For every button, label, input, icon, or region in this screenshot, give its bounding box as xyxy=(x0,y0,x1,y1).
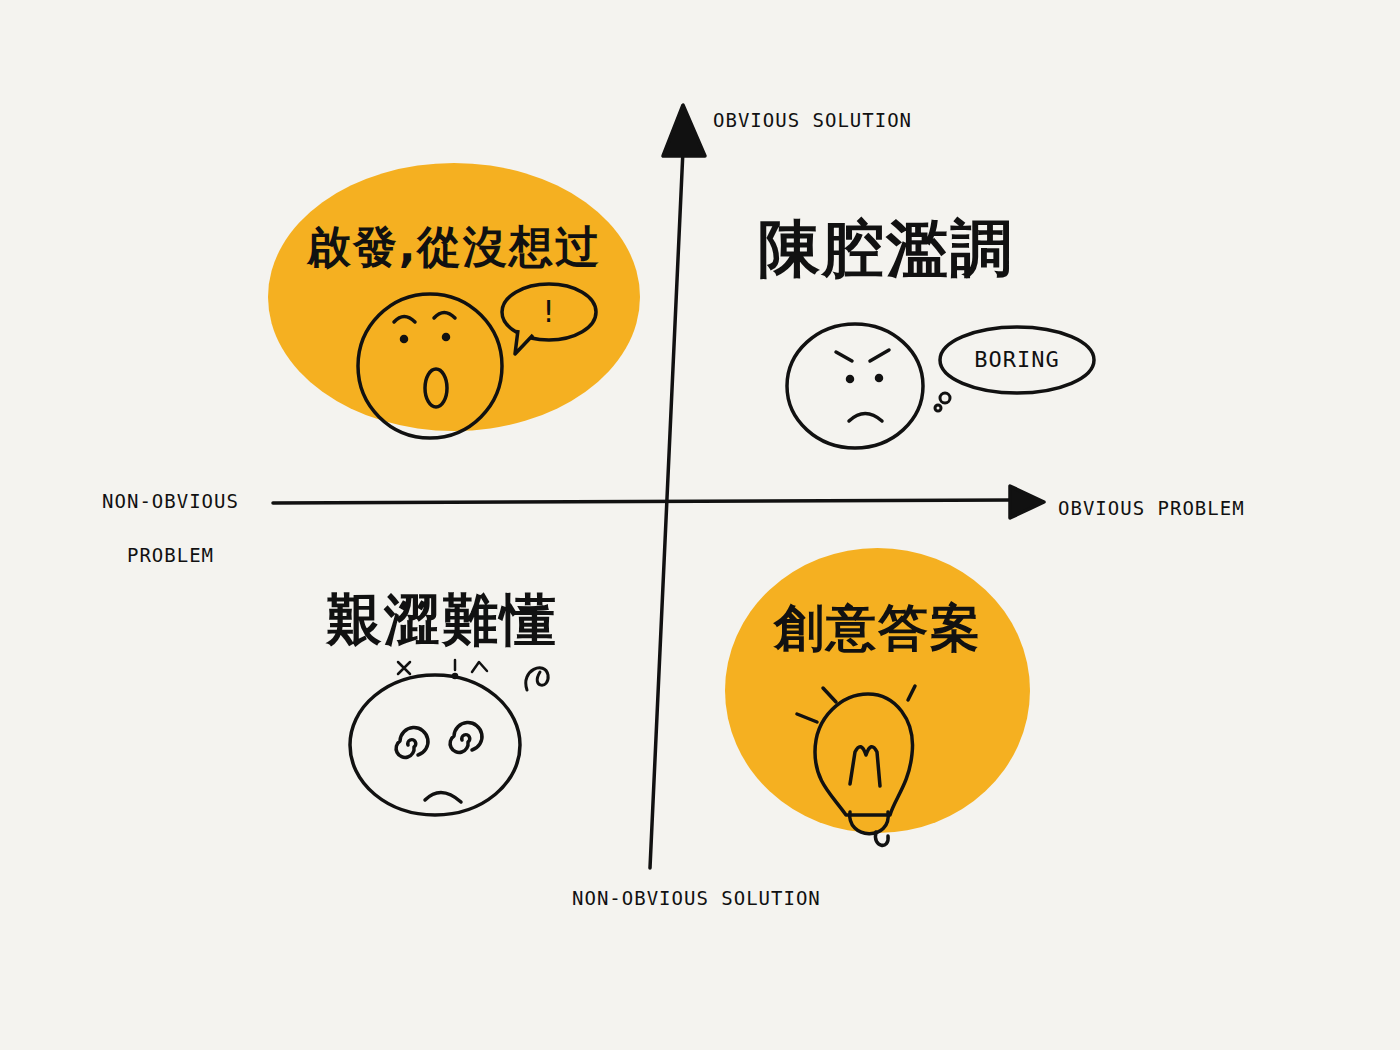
axis-label: OBVIOUS PROBLEM xyxy=(1058,496,1358,521)
thought-bubble-shape xyxy=(935,405,941,411)
confused-face xyxy=(454,675,457,678)
idea-blob: 創意答案 xyxy=(725,548,1030,833)
axis-label: OBVIOUS SOLUTION xyxy=(713,108,973,133)
lightbulb xyxy=(875,832,888,845)
quadrant-title: 艱澀難懂 xyxy=(326,588,606,652)
vertical-axis xyxy=(663,105,705,156)
quadrant-title: 陳腔濫調 xyxy=(758,212,1058,286)
idea-blob-shape xyxy=(725,548,1030,833)
thought-bubble: BORING xyxy=(938,325,1096,395)
vertical-axis xyxy=(650,150,683,868)
thought-bubble-shape xyxy=(940,327,1094,393)
confused-face xyxy=(350,660,548,815)
bored-face xyxy=(870,350,889,361)
bored-face xyxy=(877,376,882,381)
speech-bubble-shape xyxy=(515,330,533,354)
confused-face xyxy=(398,662,410,674)
horizontal-axis xyxy=(1010,486,1044,518)
speech-bubble: ! xyxy=(500,282,598,342)
surprised-face xyxy=(444,335,449,340)
bubble-text: ! xyxy=(539,294,558,330)
confused-face xyxy=(396,728,428,758)
bored-face xyxy=(787,324,923,448)
idea-blob-shape xyxy=(725,548,1030,833)
confused-face xyxy=(425,792,461,802)
idea-blob-shape xyxy=(268,163,640,431)
horizontal-axis xyxy=(273,500,1012,503)
thought-bubble-shape xyxy=(940,393,950,403)
bubble-text: BORING xyxy=(974,347,1059,373)
bored-face xyxy=(849,414,882,422)
confused-face xyxy=(350,675,520,815)
bored-face xyxy=(836,352,852,361)
blob-title: 創意答案 xyxy=(774,598,982,658)
axis-label: NON-OBVIOUS PROBLEM xyxy=(78,474,263,582)
confused-face xyxy=(454,660,457,670)
confused-face xyxy=(526,668,548,690)
confused-face xyxy=(472,662,487,672)
surprised-face xyxy=(402,337,407,342)
vertical-axis xyxy=(650,105,705,868)
horizontal-axis xyxy=(273,486,1044,518)
bored-face xyxy=(848,377,853,382)
blob-title: 啟發,從沒想过 xyxy=(307,221,602,274)
confused-face xyxy=(450,723,482,753)
bored-face xyxy=(787,324,923,448)
axis-label: NON-OBVIOUS SOLUTION xyxy=(572,886,892,911)
